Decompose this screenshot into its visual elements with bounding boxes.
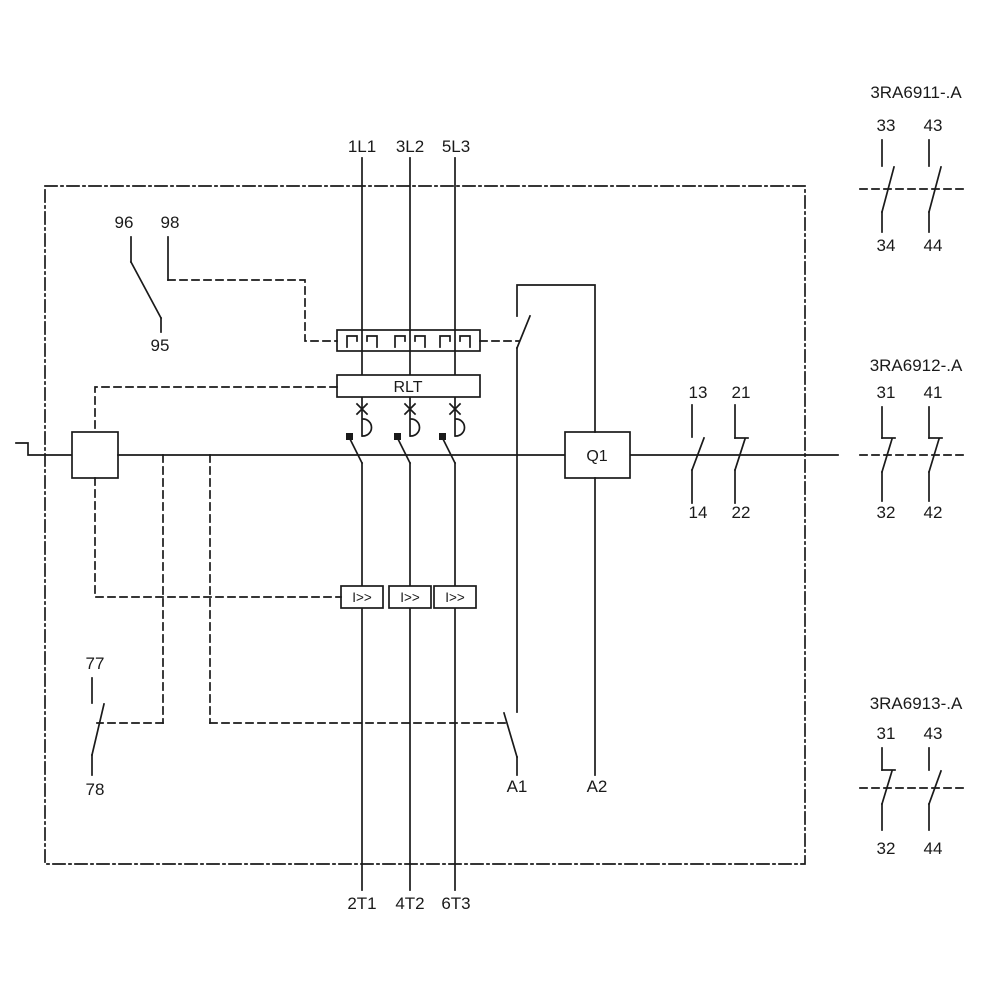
trip-cross-icon — [355, 402, 369, 416]
clamp-symbol — [346, 335, 378, 348]
accessory-3ra6912: 3RA6912-.A 31 41 32 42 — [859, 356, 966, 522]
coil-switch-blade-lower — [502, 711, 519, 759]
mechanical-link-dashed — [167, 279, 338, 342]
test-contact: 77 78 — [86, 654, 106, 799]
test-contact-blade — [90, 702, 106, 757]
contactor-label: Q1 — [586, 448, 607, 465]
mechanical-linkages — [94, 340, 520, 724]
terminal-98: 98 — [161, 213, 180, 232]
terminal-2t1: 2T1 — [347, 894, 376, 913]
overcurrent-releases: I>> I>> I>> — [340, 585, 477, 609]
terminal-77: 77 — [86, 654, 105, 673]
aux-contact-no: 13 14 — [689, 383, 708, 522]
coil-switch-blade-upper — [515, 314, 532, 350]
contact-tip — [439, 433, 446, 440]
signal-contact-blade — [129, 260, 163, 320]
device-boundary — [44, 185, 806, 865]
aux-no-blade — [690, 436, 706, 472]
accessory-3ra6913: 3RA6913-.A 31 43 32 44 — [859, 694, 966, 858]
accessory-title: 3RA6911-.A — [870, 83, 962, 102]
signal-contact: 96 98 95 — [115, 213, 338, 355]
terminal-14: 14 — [689, 503, 708, 522]
terminal-13: 13 — [689, 383, 708, 402]
contact-tip — [394, 433, 401, 440]
overcurrent-label: I>> — [352, 590, 372, 605]
manual-actuator-icon — [15, 442, 73, 456]
terminal-43: 43 — [924, 724, 943, 743]
terminal-31: 31 — [877, 724, 896, 743]
terminal-34: 34 — [877, 236, 896, 255]
terminal-42: 42 — [924, 503, 943, 522]
power-pole-l2 — [394, 157, 421, 891]
terminal-95: 95 — [151, 336, 170, 355]
accessory-title: 3RA6912-.A — [870, 356, 963, 375]
terminal-4t2: 4T2 — [395, 894, 424, 913]
overload-unit-box: RLT — [336, 374, 481, 398]
trip-cross-icon — [403, 402, 417, 416]
accessory-3ra6911: 3RA6911-.A 33 43 34 44 — [859, 83, 966, 255]
terminal-1l1: 1L1 — [348, 137, 376, 156]
latch-hook-icon — [410, 418, 421, 437]
trip-mechanism-box — [71, 431, 119, 479]
terminal-78: 78 — [86, 780, 105, 799]
terminal-32: 32 — [877, 503, 896, 522]
trip-cross-icon — [448, 402, 462, 416]
aux-contact-nc: 21 22 — [732, 383, 751, 522]
terminal-44: 44 — [924, 839, 943, 858]
power-pole-l3 — [439, 157, 466, 891]
main-contact-blade — [348, 437, 364, 465]
terminal-44: 44 — [924, 236, 943, 255]
terminal-a2: A2 — [587, 777, 608, 796]
clamp-symbol — [394, 335, 426, 348]
contactor-box: Q1 — [564, 431, 631, 479]
position-indicator-box — [336, 329, 481, 352]
overcurrent-label: I>> — [445, 590, 465, 605]
accessory-title: 3RA6913-.A — [870, 694, 963, 713]
terminal-a1: A1 — [507, 777, 528, 796]
coil-circuit: A1 A2 — [502, 284, 608, 796]
main-contact-blade — [396, 437, 412, 465]
terminal-43: 43 — [924, 116, 943, 135]
overcurrent-label: I>> — [400, 590, 420, 605]
terminal-22: 22 — [732, 503, 751, 522]
latch-hook-icon — [455, 418, 466, 437]
contact-tip — [346, 433, 353, 440]
terminal-41: 41 — [924, 383, 943, 402]
terminal-33: 33 — [877, 116, 896, 135]
terminal-6t3: 6T3 — [441, 894, 470, 913]
aux-nc-blade — [733, 437, 747, 472]
terminal-96: 96 — [115, 213, 134, 232]
terminal-3l2: 3L2 — [396, 137, 424, 156]
main-contact-blade — [441, 437, 457, 465]
terminal-32: 32 — [877, 839, 896, 858]
terminal-21: 21 — [732, 383, 751, 402]
overload-unit-label: RLT — [393, 379, 422, 396]
clamp-symbol — [439, 335, 471, 348]
latch-hook-icon — [362, 418, 373, 437]
power-pole-l1 — [346, 157, 373, 891]
terminal-31: 31 — [877, 383, 896, 402]
terminal-labels: 1L1 3L2 5L3 2T1 4T2 6T3 — [347, 137, 470, 913]
mechanism-axis — [15, 431, 839, 479]
terminal-5l3: 5L3 — [442, 137, 470, 156]
